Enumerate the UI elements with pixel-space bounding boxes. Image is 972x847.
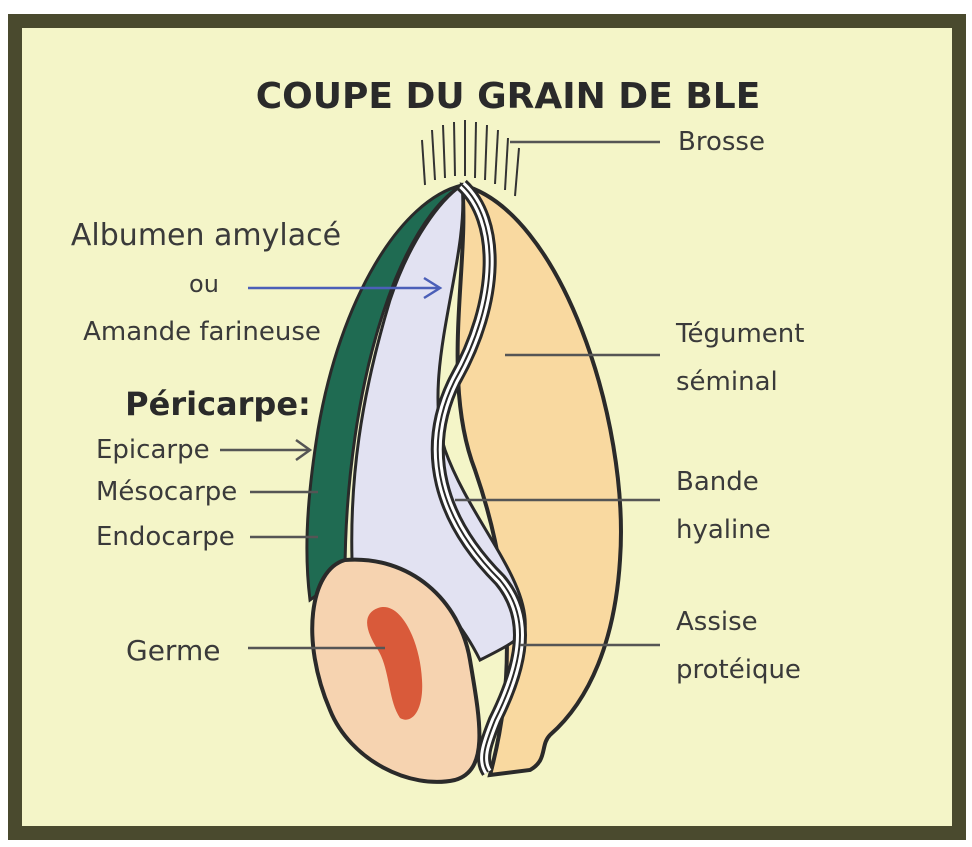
label-tegument-line2: séminal (676, 367, 778, 397)
page-title: COUPE DU GRAIN DE BLE (256, 76, 761, 117)
label-endocarpe: Endocarpe (96, 522, 235, 552)
label-bande-line1: Bande (676, 467, 759, 497)
label-epicarpe: Epicarpe (96, 435, 210, 465)
label-assise-line1: Assise (676, 607, 758, 637)
label-mesocarpe: Mésocarpe (96, 477, 237, 507)
label-tegument-line1: Tégument (675, 319, 804, 349)
label-assise-line2: protéique (676, 655, 801, 685)
label-bande-line2: hyaline (676, 515, 771, 545)
grain-right-half (458, 185, 621, 775)
label-brosse: Brosse (678, 127, 765, 157)
label-albumen-line1: Albumen amylacé (71, 218, 341, 253)
label-albumen-line2: ou (189, 270, 219, 298)
label-albumen-line3: Amande farineuse (83, 317, 321, 347)
label-pericarpe: Péricarpe: (125, 385, 311, 423)
label-germe: Germe (126, 634, 220, 667)
